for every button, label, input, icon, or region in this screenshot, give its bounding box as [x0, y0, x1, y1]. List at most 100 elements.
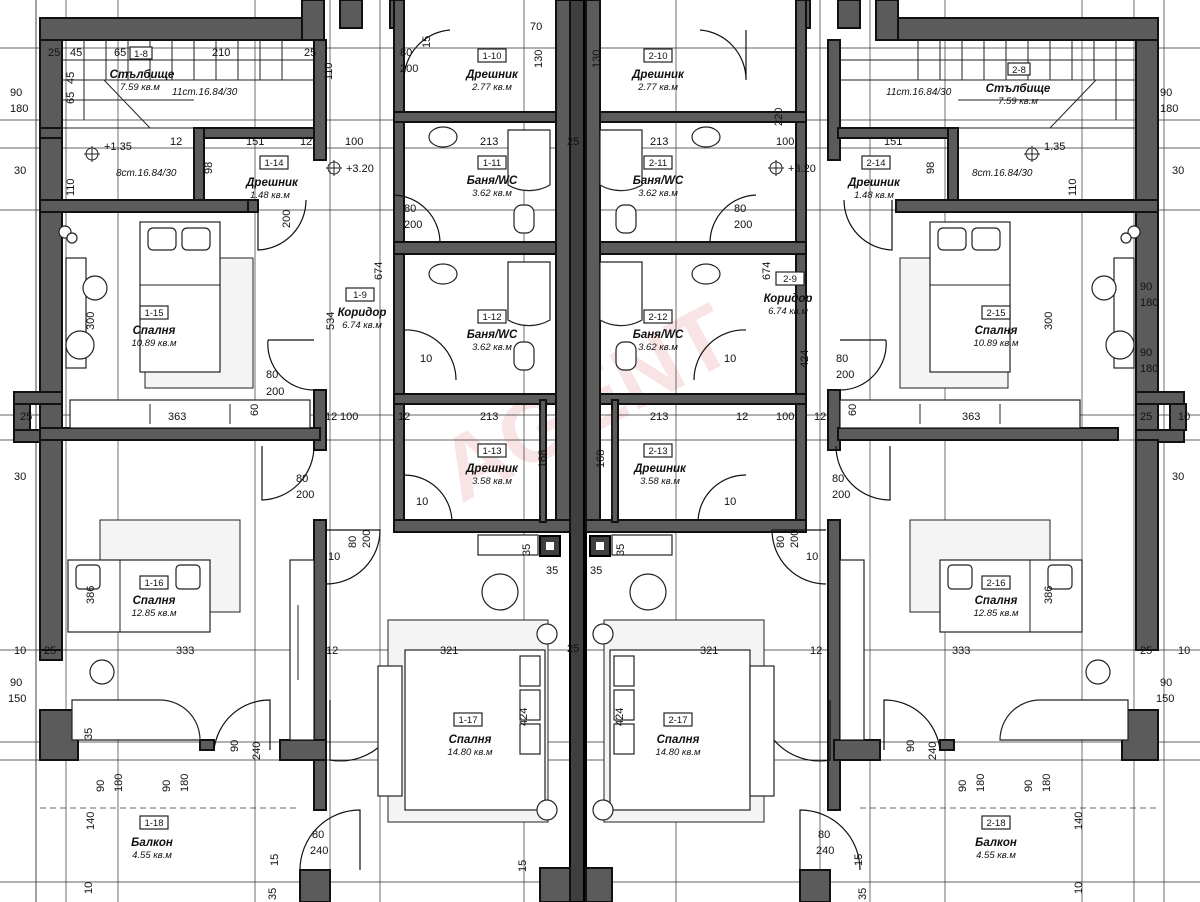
svg-text:45: 45 — [70, 47, 82, 59]
svg-text:674: 674 — [373, 262, 385, 280]
svg-text:90: 90 — [1160, 677, 1172, 689]
svg-text:2-12: 2-12 — [648, 312, 667, 323]
svg-text:10: 10 — [1073, 882, 1085, 894]
svg-text:1-17: 1-17 — [458, 715, 477, 726]
svg-text:90: 90 — [1140, 347, 1152, 359]
svg-text:12: 12 — [814, 411, 826, 423]
svg-text:Стълбище: Стълбище — [110, 69, 175, 81]
svg-text:90: 90 — [10, 87, 22, 99]
svg-text:151: 151 — [884, 136, 902, 148]
room-2-10: 2-10 Дрешник 2.77 кв.м — [631, 48, 685, 93]
svg-text:80: 80 — [347, 536, 359, 548]
svg-text:30: 30 — [1172, 165, 1184, 177]
svg-text:321: 321 — [440, 645, 458, 657]
room-2-8: 2-8 Стълбище 7.59 кв.м — [986, 62, 1051, 107]
svg-text:130: 130 — [591, 50, 603, 68]
svg-text:35: 35 — [615, 544, 627, 556]
svg-text:Стълбище: Стълбище — [986, 83, 1051, 95]
svg-text:10: 10 — [1178, 411, 1190, 423]
room-1-12: 1-12 Баня/WC 3.62 кв.м — [467, 309, 518, 353]
svg-text:90: 90 — [1160, 87, 1172, 99]
stair-note-lower: 8ст.16.84/30 — [116, 168, 177, 179]
svg-text:35: 35 — [546, 565, 558, 577]
svg-text:Спалня: Спалня — [975, 595, 1018, 607]
svg-text:80: 80 — [836, 353, 848, 365]
svg-text:80: 80 — [266, 369, 278, 381]
room-2-14: 2-14 Дрешник 1.48 кв.м — [847, 155, 901, 201]
svg-text:424: 424 — [518, 708, 530, 726]
svg-text:Дрешник: Дрешник — [633, 463, 687, 475]
svg-text:3.62 кв.м: 3.62 кв.м — [472, 188, 512, 199]
svg-text:210: 210 — [212, 47, 230, 59]
svg-text:1.48 кв.м: 1.48 кв.м — [854, 190, 894, 201]
svg-text:80: 80 — [404, 203, 416, 215]
furniture-right — [592, 126, 1141, 823]
stair-note-lower-right: 8ст.16.84/30 — [972, 168, 1033, 179]
svg-text:1-8: 1-8 — [134, 49, 148, 60]
svg-text:2-8: 2-8 — [1012, 65, 1026, 76]
svg-text:90: 90 — [95, 780, 107, 792]
svg-text:35: 35 — [267, 888, 279, 900]
svg-text:180: 180 — [113, 774, 125, 792]
svg-text:70: 70 — [530, 21, 542, 33]
svg-text:Коридор: Коридор — [764, 293, 813, 305]
svg-text:3.58 кв.м: 3.58 кв.м — [640, 476, 680, 487]
svg-text:100: 100 — [340, 411, 358, 423]
svg-text:80: 80 — [734, 203, 746, 215]
svg-text:Балкон: Балкон — [131, 837, 173, 849]
svg-text:10: 10 — [724, 353, 736, 365]
svg-text:3.58 кв.м: 3.58 кв.м — [472, 476, 512, 487]
svg-text:10: 10 — [420, 353, 432, 365]
svg-text:300: 300 — [1043, 312, 1055, 330]
svg-text:151: 151 — [246, 136, 264, 148]
svg-text:200: 200 — [836, 369, 854, 381]
svg-text:12: 12 — [326, 645, 338, 657]
svg-text:100: 100 — [345, 136, 363, 148]
svg-text:168: 168 — [537, 450, 549, 468]
svg-text:386: 386 — [85, 586, 97, 604]
svg-text:1-11: 1-11 — [483, 158, 501, 169]
svg-text:534: 534 — [325, 312, 337, 330]
svg-text:60: 60 — [847, 404, 859, 416]
svg-text:2-18: 2-18 — [986, 818, 1005, 829]
svg-text:10: 10 — [1178, 645, 1190, 657]
room-2-17: 2-17 Спалня 14.80 кв.м — [655, 712, 701, 758]
svg-text:200: 200 — [734, 219, 752, 231]
svg-text:10.89 кв.м: 10.89 кв.м — [131, 338, 176, 349]
room-1-13: 1-13 Дрешник 3.58 кв.м — [465, 443, 519, 487]
svg-text:200: 200 — [296, 489, 314, 501]
furniture-left — [58, 126, 558, 823]
svg-text:12.85 кв.м: 12.85 кв.м — [131, 608, 176, 619]
svg-text:2.77 кв.м: 2.77 кв.м — [471, 82, 512, 93]
level-corridor-left: +3.20 — [346, 163, 374, 175]
svg-text:25: 25 — [44, 645, 56, 657]
dimension-labels: 25 45 65 210 25 80 200 70 25 25 213 213 … — [8, 21, 1190, 900]
room-1-18: 1-18 Балкон 4.55 кв.м — [131, 815, 173, 861]
svg-text:2-13: 2-13 — [648, 446, 667, 457]
svg-text:213: 213 — [650, 136, 668, 148]
svg-text:10: 10 — [14, 645, 26, 657]
room-1-17: 1-17 Спалня 14.80 кв.м — [447, 712, 493, 758]
level-stair-right: 1.35 — [1044, 141, 1065, 153]
svg-text:200: 200 — [281, 210, 293, 228]
svg-text:1-16: 1-16 — [144, 578, 163, 589]
svg-text:200: 200 — [400, 63, 418, 75]
svg-text:2-15: 2-15 — [986, 308, 1005, 319]
svg-text:Дрешник: Дрешник — [465, 463, 519, 475]
svg-text:168: 168 — [595, 450, 607, 468]
svg-text:98: 98 — [203, 162, 215, 174]
svg-text:6.74 кв.м: 6.74 кв.м — [768, 306, 808, 317]
svg-text:100: 100 — [776, 411, 794, 423]
stair-notes: 11ст.16.84/30 8ст.16.84/30 11ст.16.84/30… — [84, 87, 1065, 179]
svg-text:25: 25 — [304, 47, 316, 59]
stairs-left — [62, 40, 314, 129]
room-1-15: 1-15 Спалня 10.89 кв.м — [131, 305, 177, 349]
room-2-13: 2-13 Дрешник 3.58 кв.м — [633, 443, 687, 487]
stair-note-upper-right: 11ст.16.84/30 — [886, 87, 952, 98]
room-2-11: 2-11 Баня/WC 3.62 кв.м — [633, 155, 684, 199]
svg-text:3.62 кв.м: 3.62 кв.м — [638, 188, 678, 199]
svg-text:Баня/WC: Баня/WC — [467, 329, 518, 341]
room-1-10: 1-10 Дрешник 2.77 кв.м — [465, 48, 519, 93]
svg-text:80: 80 — [775, 536, 787, 548]
